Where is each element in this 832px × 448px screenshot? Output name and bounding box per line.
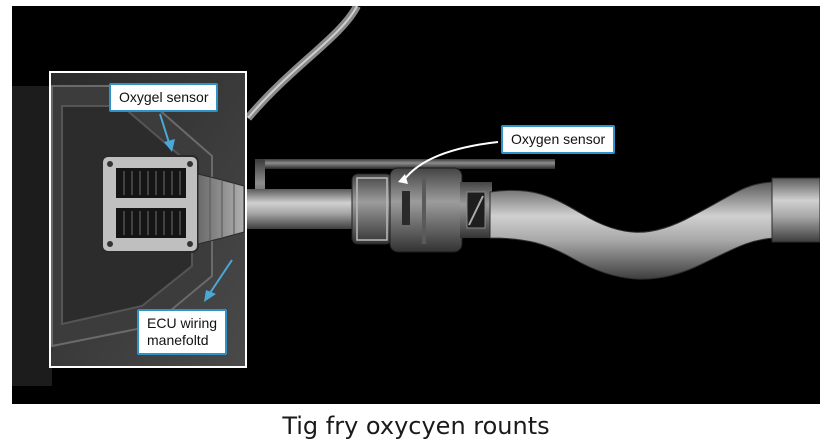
ecu-wiring-callout: ECU wiring manefoltd bbox=[137, 309, 228, 355]
oxygel-sensor-callout: Oxygel sensor bbox=[109, 83, 219, 112]
oxygen-sensor-callout: Oxygen sensor bbox=[501, 125, 616, 154]
curved-arrow-icon bbox=[403, 141, 499, 181]
upper-rod bbox=[255, 159, 555, 169]
oxygen-sensor-body bbox=[351, 167, 492, 253]
inset-detail bbox=[49, 71, 247, 368]
illustration-svg bbox=[12, 6, 820, 386]
arrow-down-icon bbox=[159, 113, 171, 147]
arrow-down-left-icon bbox=[207, 259, 233, 297]
figure-caption: Tig fry oxycyen rounts bbox=[282, 412, 550, 440]
engine-illustration: Oxygel sensor Oxygen sensor ECU wiring m… bbox=[12, 6, 820, 404]
exhaust-pipe bbox=[489, 181, 820, 280]
